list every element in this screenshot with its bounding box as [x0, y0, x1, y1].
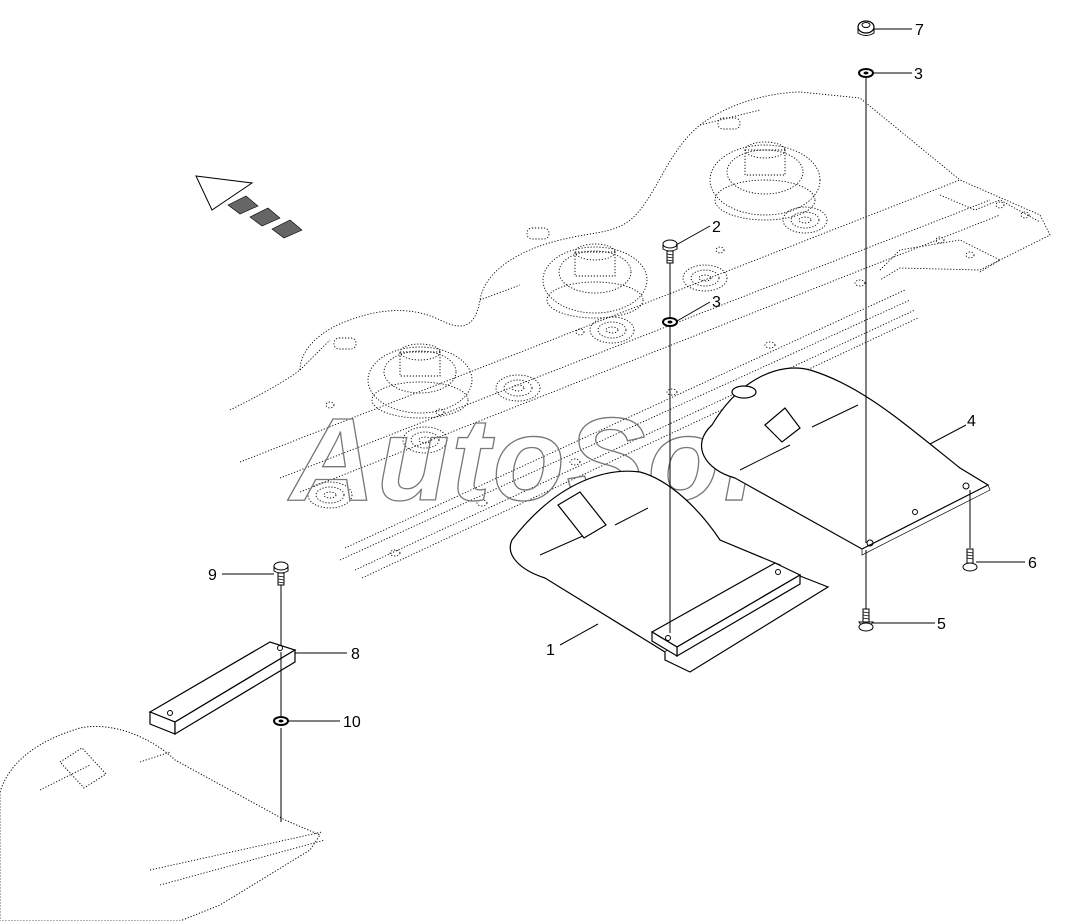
callout-5: 5 [937, 616, 946, 633]
disc-hub-2 [542, 243, 648, 319]
callout-6: 6 [1028, 555, 1037, 572]
bolt-icon-9 [273, 561, 289, 586]
forward-arrow-icon [195, 175, 303, 239]
callout-3-mid: 3 [712, 294, 721, 311]
screw-icon-5 [858, 608, 874, 632]
disc-hub-3 [367, 343, 473, 419]
leader-lines [222, 28, 1025, 722]
skid-plate-left [0, 726, 326, 921]
screw-icon-6 [962, 548, 978, 572]
washer-icon-mid [662, 317, 678, 327]
disc-hub-1 [709, 141, 821, 221]
washer-icon-top [858, 68, 874, 78]
bolt-icon-2 [662, 239, 678, 264]
cutter-bar-frame [229, 91, 1051, 579]
callout-9: 9 [208, 567, 217, 584]
skid-plate-right [700, 367, 991, 556]
callout-2: 2 [712, 219, 721, 236]
callout-4: 4 [967, 413, 976, 430]
callout-1: 1 [546, 642, 555, 659]
callout-7: 7 [915, 22, 924, 39]
callout-8: 8 [351, 646, 360, 663]
callout-3-top: 3 [914, 66, 923, 83]
idler-gears [307, 206, 828, 509]
washer-icon-10 [273, 716, 289, 726]
spacer-bar [148, 641, 297, 736]
callout-10: 10 [343, 714, 361, 731]
nut-icon [857, 20, 875, 36]
skid-plate-center [509, 470, 830, 673]
